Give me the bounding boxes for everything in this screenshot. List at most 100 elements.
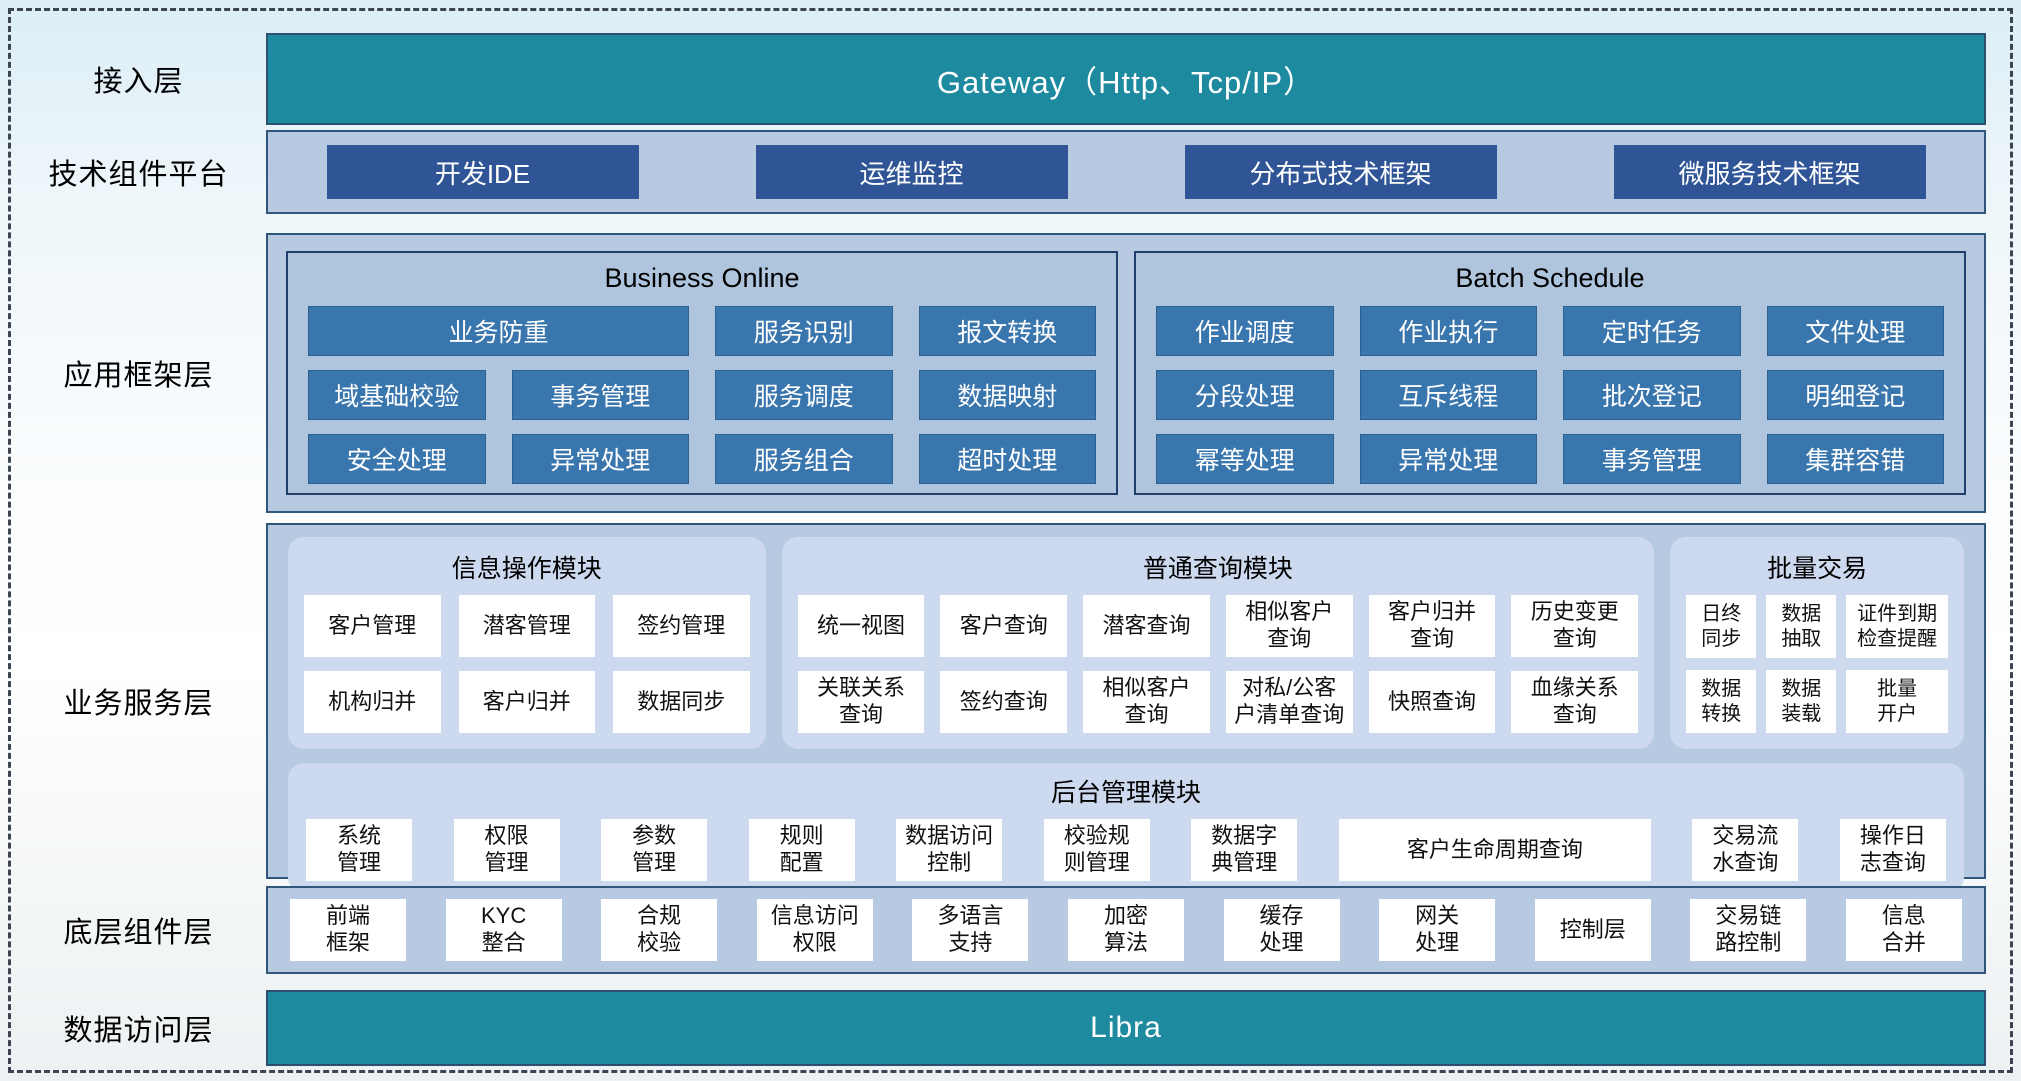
layer-base-components: 底层组件层 前端 框架 KYC 整合合规 校验信息访问 权限多语言 支持加密 算法… (11, 886, 2010, 974)
tech-platform-item: 运维监控 (755, 145, 1068, 199)
base-component-item: 控制层 (1534, 899, 1651, 961)
batch-trade-item: 数据 转换 (1686, 670, 1757, 733)
admin-item: 数据访问 控制 (896, 819, 1003, 881)
app-framework-box: Business Online 业务防重服务识别报文转换域基础校验事务管理服务调… (266, 233, 1986, 513)
common-query-item: 历史变更 查询 (1511, 595, 1639, 657)
module-common-query: 普通查询模块 统一视图客户查询潜客查询相似客户 查询客户归并 查询历史变更 查询… (781, 537, 1655, 749)
batch-schedule-item: 事务管理 (1563, 434, 1741, 484)
batch-schedule-item: 集群容错 (1766, 434, 1944, 484)
base-component-item: 合规 校验 (601, 899, 718, 961)
batch-schedule-item: 作业调度 (1156, 306, 1334, 356)
tech-platform-item: 开发IDE (326, 145, 639, 199)
info-ops-item: 签约管理 (613, 595, 750, 657)
business-online-item: 超时处理 (918, 434, 1096, 484)
base-component-item: 信息 合并 (1845, 899, 1962, 961)
layer-app-framework: 应用框架层 Business Online 业务防重服务识别报文转换域基础校验事… (11, 233, 2010, 513)
base-component-item: 网关 处理 (1379, 899, 1496, 961)
layer-app-framework-label: 应用框架层 (63, 360, 214, 392)
base-component-item: 交易链 路控制 (1690, 899, 1807, 961)
group-business-online-title: Business Online (604, 263, 800, 293)
admin-item: 校验规 则管理 (1043, 819, 1150, 881)
batch-schedule-item: 互斥线程 (1359, 370, 1537, 420)
layer-tech-platform-label: 技术组件平台 (48, 159, 229, 191)
business-online-item: 报文转换 (918, 306, 1096, 356)
common-query-item: 统一视图 (797, 595, 925, 657)
base-component-item: 信息访问 权限 (756, 899, 873, 961)
business-online-item: 数据映射 (918, 370, 1096, 420)
batch-trade-item: 数据 抽取 (1766, 595, 1837, 658)
layer-data-access: 数据访问层 Libra (11, 990, 2010, 1066)
admin-item: 权限 管理 (453, 819, 560, 881)
batch-schedule-item: 批次登记 (1563, 370, 1741, 420)
common-query-item: 潜客查询 (1083, 595, 1210, 657)
module-common-query-title: 普通查询模块 (1142, 555, 1293, 583)
module-common-query-grid: 统一视图客户查询潜客查询相似客户 查询客户归并 查询历史变更 查询关联关系 查询… (797, 595, 1639, 733)
business-online-item: 域基础校验 (308, 370, 486, 420)
layer-tech-platform: 技术组件平台 开发IDE 运维监控 分布式技术框架 微服务技术框架 (11, 130, 2010, 214)
base-component-item: 加密 算法 (1067, 899, 1184, 961)
admin-item: 系统 管理 (306, 819, 412, 881)
business-online-item: 安全处理 (308, 434, 486, 484)
base-component-item: KYC 整合 (445, 899, 562, 961)
batch-schedule-item: 明细登记 (1766, 370, 1944, 420)
tech-platform-item: 微服务技术框架 (1613, 145, 1926, 199)
business-service-box: 信息操作模块 客户管理潜客管理签约管理机构归并客户归并数据同步 普通查询模块 统… (266, 523, 1986, 893)
business-service-top-row: 信息操作模块 客户管理潜客管理签约管理机构归并客户归并数据同步 普通查询模块 统… (288, 537, 1964, 749)
admin-item: 数据字 典管理 (1191, 819, 1298, 881)
batch-trade-item: 证件到期 检查提醒 (1846, 595, 1948, 658)
admin-item: 规则 配置 (748, 819, 855, 881)
module-batch-trade-grid: 日终 同步数据 抽取证件到期 检查提醒数据 转换数据 装载批量 开户 (1686, 595, 1948, 733)
group-business-online: Business Online 业务防重服务识别报文转换域基础校验事务管理服务调… (286, 251, 1118, 495)
layer-base-components-label: 底层组件层 (63, 917, 214, 949)
common-query-item: 对私/公客 户清单查询 (1225, 671, 1353, 733)
batch-schedule-item: 幂等处理 (1156, 434, 1334, 484)
common-query-item: 血缘关系 查询 (1511, 671, 1639, 733)
business-online-item: 业务防重 (308, 306, 689, 356)
group-batch-schedule: Batch Schedule 作业调度作业执行定时任务文件处理分段处理互斥线程批… (1134, 251, 1966, 495)
info-ops-item: 客户归并 (458, 671, 596, 733)
batch-schedule-item: 分段处理 (1156, 370, 1334, 420)
base-component-item: 前端 框架 (290, 899, 406, 961)
common-query-item: 签约查询 (940, 671, 1068, 733)
batch-schedule-item: 文件处理 (1766, 306, 1944, 356)
info-ops-item: 潜客管理 (458, 595, 596, 657)
base-components-row: 前端 框架 KYC 整合合规 校验信息访问 权限多语言 支持加密 算法缓存 处理网… (290, 899, 1962, 961)
module-admin: 后台管理模块 系统 管理权限 管理参数 管理规则 配置数据访问 控制校验规 则管… (288, 763, 1964, 893)
base-components-box: 前端 框架 KYC 整合合规 校验信息访问 权限多语言 支持加密 算法缓存 处理网… (266, 886, 1986, 974)
tech-platform-item: 分布式技术框架 (1184, 145, 1497, 199)
gateway-bar: Gateway（Http、Tcp/IP） (266, 33, 1986, 125)
base-component-item: 缓存 处理 (1223, 899, 1340, 961)
business-online-item: 服务调度 (715, 370, 893, 420)
group-business-online-grid: 业务防重服务识别报文转换域基础校验事务管理服务调度数据映射安全处理异常处理服务组… (308, 306, 1096, 484)
common-query-item: 相似客户 查询 (1225, 595, 1353, 657)
common-query-item: 客户查询 (940, 595, 1068, 657)
batch-schedule-item: 作业执行 (1359, 306, 1537, 356)
common-query-item: 关联关系 查询 (797, 671, 925, 733)
dashed-frame: 接入层 Gateway（Http、Tcp/IP） 技术组件平台 开发IDE 运维监… (8, 8, 2013, 1073)
module-batch-trade-title: 批量交易 (1767, 555, 1868, 583)
layer-data-access-label: 数据访问层 (63, 1015, 214, 1047)
batch-trade-item: 数据 装载 (1766, 670, 1837, 733)
base-component-item: 多语言 支持 (912, 899, 1029, 961)
business-online-item: 服务组合 (715, 434, 893, 484)
group-batch-schedule-grid: 作业调度作业执行定时任务文件处理分段处理互斥线程批次登记明细登记幂等处理异常处理… (1156, 306, 1944, 484)
module-info-ops-grid: 客户管理潜客管理签约管理机构归并客户归并数据同步 (304, 595, 750, 733)
module-admin-title: 后台管理模块 (1050, 779, 1201, 807)
module-admin-row: 系统 管理权限 管理参数 管理规则 配置数据访问 控制校验规 则管理数据字 典管… (306, 819, 1946, 881)
info-ops-item: 数据同步 (613, 671, 750, 733)
module-batch-trade: 批量交易 日终 同步数据 抽取证件到期 检查提醒数据 转换数据 装载批量 开户 (1670, 537, 1964, 749)
layer-access: 接入层 Gateway（Http、Tcp/IP） (11, 33, 2010, 125)
common-query-item: 快照查询 (1368, 671, 1496, 733)
common-query-item: 相似客户 查询 (1083, 671, 1210, 733)
libra-bar: Libra (266, 990, 1986, 1066)
batch-schedule-item: 定时任务 (1563, 306, 1741, 356)
layer-business-service: 业务服务层 信息操作模块 客户管理潜客管理签约管理机构归并客户归并数据同步 普通… (11, 523, 2010, 893)
layer-access-label: 接入层 (93, 66, 184, 98)
business-online-item: 服务识别 (715, 306, 893, 356)
batch-trade-item: 批量 开户 (1846, 670, 1948, 733)
tech-platform-box: 开发IDE 运维监控 分布式技术框架 微服务技术框架 (266, 130, 1986, 214)
business-online-item: 异常处理 (511, 434, 689, 484)
business-online-item: 事务管理 (511, 370, 689, 420)
batch-trade-item: 日终 同步 (1686, 595, 1757, 658)
